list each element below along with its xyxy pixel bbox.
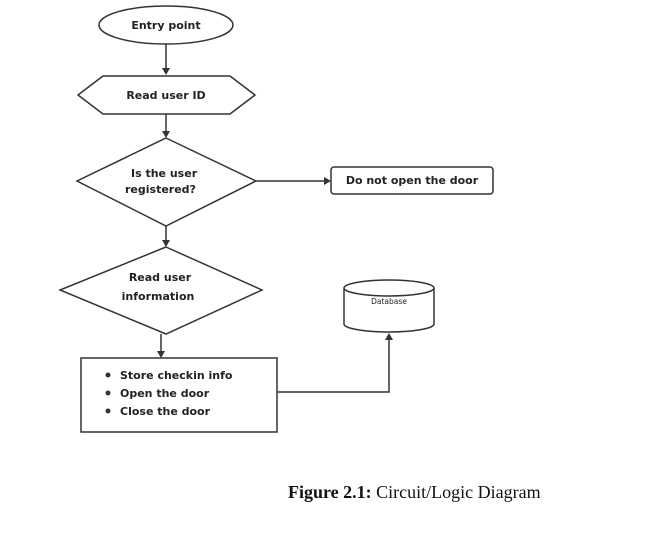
read-info-label-line-2: information <box>122 290 195 303</box>
registered-label-line-2: registered? <box>125 183 196 196</box>
figure-caption: Figure 2.1: Circuit/Logic Diagram <box>288 482 648 503</box>
read-user-id-node: Read user ID <box>76 75 257 115</box>
connector-decision-to-read-info <box>162 226 170 247</box>
registered-decision-node: Is the user registered? <box>75 137 258 227</box>
entry-point-label: Entry point <box>131 19 200 32</box>
actions-node: Store checkin info Open the door Close t… <box>80 357 278 433</box>
database-label: Database <box>371 297 407 306</box>
read-info-label-line-1: Read user <box>129 271 192 284</box>
figure-caption-label: Figure 2.1: <box>288 482 372 502</box>
registered-label-line-1: Is the user <box>131 167 198 180</box>
bullet-icon <box>105 372 111 378</box>
action-item-store: Store checkin info <box>120 369 233 382</box>
connector-read-info-to-actions <box>157 334 165 358</box>
action-item-close: Close the door <box>120 405 211 418</box>
bullet-icon <box>105 390 111 396</box>
action-item-open: Open the door <box>120 387 210 400</box>
read-user-information-node: Read user information <box>58 246 264 335</box>
connector-entry-to-read-id <box>162 44 170 75</box>
read-user-id-label: Read user ID <box>126 89 205 102</box>
bullet-icon <box>105 408 111 414</box>
database-node: Database <box>343 279 435 333</box>
connector-actions-to-database <box>277 333 393 393</box>
entry-point-node: Entry point <box>98 5 234 45</box>
connector-read-id-to-decision <box>162 114 170 138</box>
do-not-open-node: Do not open the door <box>330 166 494 195</box>
connector-decision-to-no-open <box>256 177 331 185</box>
do-not-open-label: Do not open the door <box>346 174 479 187</box>
figure-caption-text: Circuit/Logic Diagram <box>371 482 541 502</box>
